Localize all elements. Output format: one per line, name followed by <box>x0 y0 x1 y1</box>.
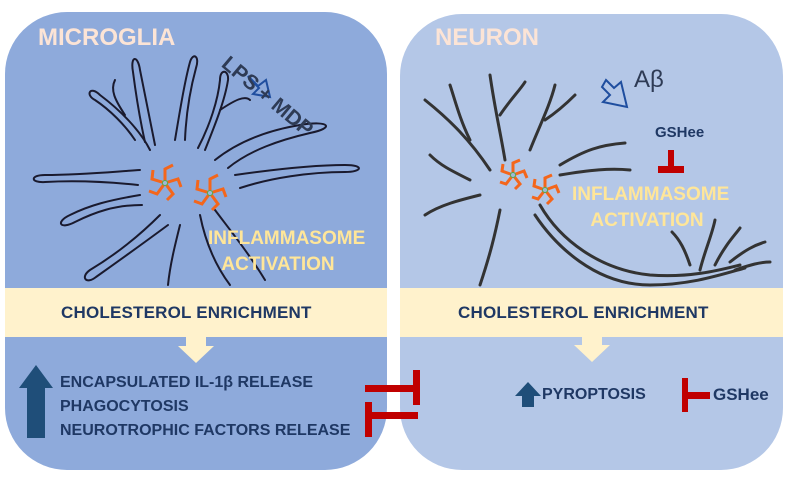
microglia-up-arrow-icon <box>19 365 53 438</box>
abeta-label: Aβ <box>634 66 664 93</box>
microglia-outcome-neurotrophic: NEUROTROPHIC FACTORS RELEASE <box>60 422 351 439</box>
mutual-inhibition-icon <box>365 370 420 437</box>
microglia-cholesterol-band <box>5 288 387 337</box>
pyroptosis-inhibitor-label: GSHee <box>713 385 769 404</box>
microglia-activation-line1: INFLAMMASOME <box>208 228 366 249</box>
microglia-outcome-phagocytosis: PHAGOCYTOSIS <box>60 398 189 415</box>
microglia-cell-icon <box>32 55 360 286</box>
microglia-activation-line2: ACTIVATION <box>221 254 335 275</box>
neuron-up-arrow-icon <box>515 382 541 407</box>
microglia-activation-label: INFLAMMASOME ACTIVATION <box>208 226 366 278</box>
neuron-panel <box>400 14 783 470</box>
gshee-label: GSHee <box>655 124 705 141</box>
microglia-panel <box>5 12 387 470</box>
microglia-down-arrow-icon <box>178 337 214 363</box>
microglia-cholesterol-label: CHOLESTEROL ENRICHMENT <box>61 303 312 322</box>
lps-mdp-arrow-icon <box>247 75 272 99</box>
pyroptosis-inhibit-icon <box>682 378 710 412</box>
neuron-cell-icon <box>423 73 772 287</box>
microglia-outcome-il1b: ENCAPSULATED IL-1β RELEASE <box>60 374 314 391</box>
inflammasome-icons <box>148 158 561 212</box>
pyroptosis-label: PYROPTOSIS <box>542 386 646 403</box>
microglia-title: MICROGLIA <box>38 24 176 51</box>
neuron-title: NEURON <box>435 24 540 51</box>
neuron-activation-label: INFLAMMASOME ACTIVATION <box>572 182 730 234</box>
neuron-down-arrow-icon <box>574 337 610 362</box>
gshee-inhibit-icon <box>658 150 684 173</box>
neuron-cholesterol-band <box>400 288 783 337</box>
neuron-activation-line2: ACTIVATION <box>590 210 704 231</box>
neuron-cholesterol-label: CHOLESTEROL ENRICHMENT <box>458 303 709 322</box>
neuron-activation-line1: INFLAMMASOME <box>572 184 730 205</box>
abeta-arrow-icon <box>600 78 629 109</box>
